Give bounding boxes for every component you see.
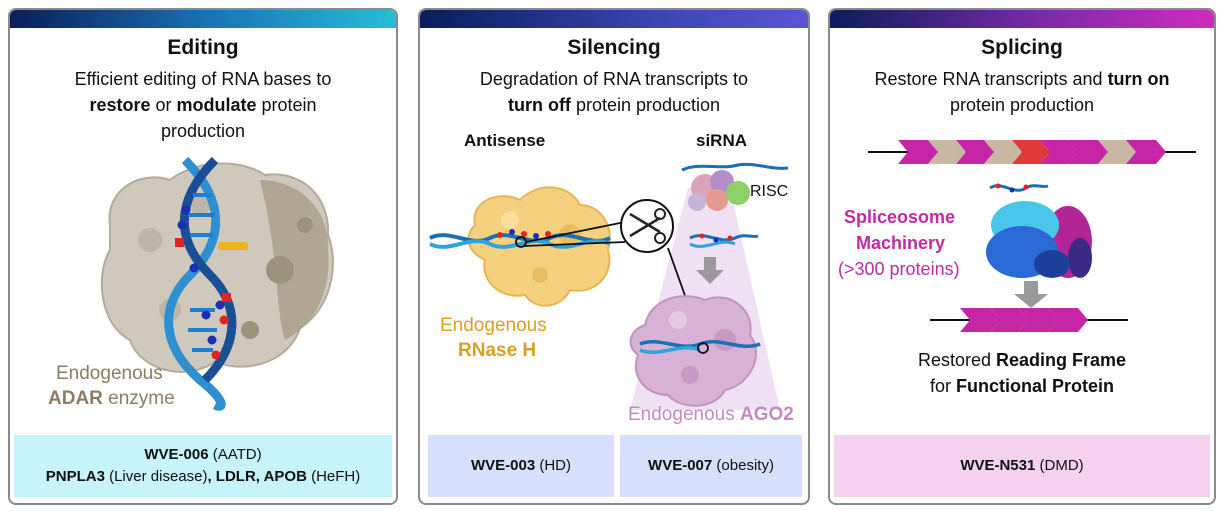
editing-panel: Editing Efficient editing of RNA bases t… <box>8 8 398 505</box>
scissors-icon <box>620 199 674 253</box>
silencing-footer-sirna: WVE-007 (obesity) <box>620 435 802 497</box>
antisense-label: Antisense <box>464 131 546 150</box>
splicing-panel: Splicing Restore RNA transcripts and tur… <box>828 8 1216 505</box>
splicing-illustration <box>868 140 1196 332</box>
silencing-illustration <box>429 162 789 410</box>
down-arrow-icon <box>1014 281 1048 308</box>
exon-strand-icon <box>868 140 1196 164</box>
rnase-h-protein-icon <box>467 186 611 307</box>
silencing-description: Degradation of RNA transcripts to turn o… <box>479 69 749 115</box>
editing-title: Editing <box>167 36 239 59</box>
rnase-h-label-line2: RNase H <box>458 340 537 361</box>
splicing-description: Restore RNA transcripts and turn on prot… <box>874 69 1170 115</box>
editing-footer: WVE-006 (AATD) PNPLA3 (Liver disease), L… <box>14 435 392 497</box>
sirna-label: siRNA <box>696 131 748 150</box>
editing-description: Efficient editing of RNA bases to restor… <box>74 69 332 141</box>
down-arrow-icon <box>696 257 724 284</box>
ago2-protein-icon <box>629 295 757 407</box>
adar-label-line1: Endogenous <box>56 363 163 384</box>
rnase-h-label-line1: Endogenous <box>440 315 547 336</box>
splicing-title: Splicing <box>981 36 1063 59</box>
risc-complex-icon <box>681 162 789 211</box>
spliceosome-label-line3: (>300 proteins) <box>838 259 960 279</box>
editing-illustration <box>100 156 334 411</box>
silencing-panel: Silencing Degradation of RNA transcripts… <box>418 8 810 505</box>
silencing-header-bar <box>420 10 808 28</box>
spliceosome-label-line2: Machinery <box>856 233 946 253</box>
spliceosome-icon <box>986 201 1092 278</box>
splicing-header-bar <box>830 10 1214 28</box>
silencing-footer-antisense: WVE-003 (HD) <box>428 435 614 497</box>
editing-header-bar <box>10 10 396 28</box>
adar-label-line2: ADAR enzyme <box>48 388 175 409</box>
adar-protein-icon <box>100 162 334 373</box>
spliceosome-label-line1: Spliceosome <box>844 207 956 227</box>
restored-frame-line2: for Functional Protein <box>929 376 1115 396</box>
ago2-label: Endogenous AGO2 <box>628 404 794 425</box>
restored-frame-line1: Restored Reading Frame <box>917 350 1127 370</box>
splicing-footer: WVE-N531 (DMD) <box>834 435 1210 497</box>
silencing-title: Silencing <box>567 36 661 59</box>
risc-label: RISC <box>750 183 789 200</box>
dna-helix-icon <box>164 156 237 411</box>
